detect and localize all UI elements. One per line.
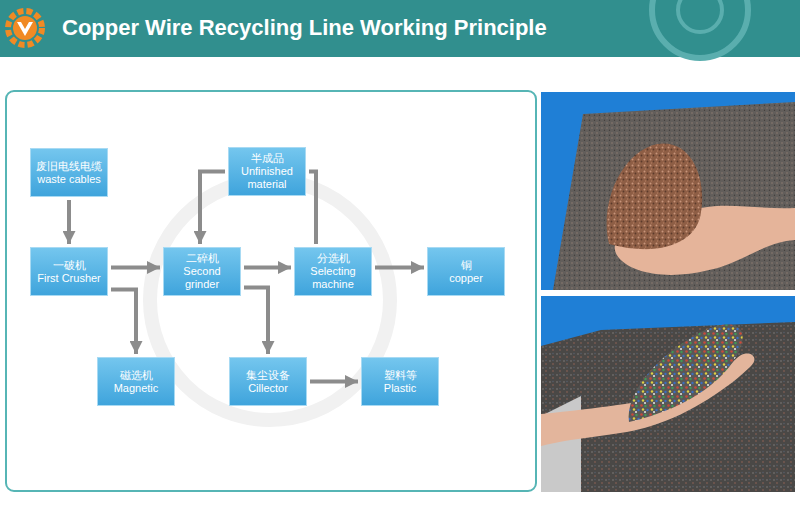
flow-arrow [200,172,225,245]
plastic-photo [541,296,795,492]
english-label: Second grinder [167,265,237,291]
chinese-label: 废旧电线电缆 [34,160,104,173]
logo-mark [17,22,33,36]
flow-arrow [310,380,358,384]
plastic-pile [629,324,743,422]
header-watermark [652,0,748,58]
chinese-label: 铜 [431,259,501,272]
bin [541,296,795,346]
process-box: 半成品Unfinished material [228,147,306,196]
logo-core [13,16,37,40]
copper-pile [607,143,703,249]
bin-content [553,102,795,290]
process-box: 铜copper [427,247,505,296]
process-box: 二碎机Second grinder [163,247,241,296]
process-box: 塑料等Plastic [361,357,439,406]
chinese-label: 二碎机 [167,252,237,265]
process-box: 分选机Selecting machine [294,247,372,296]
flow-arrow [309,172,316,245]
process-box: 废旧电线电缆waste cables [30,148,108,197]
bin-content [541,296,795,492]
flow-arrow [67,200,71,244]
flow-arrow [244,266,291,270]
chinese-label: 塑料等 [365,369,435,382]
english-label: waste cables [34,173,104,186]
flow-arrow [111,290,136,355]
chinese-label: 集尘设备 [233,369,303,382]
box-text: 分选机Selecting machine [295,252,371,291]
english-label: Selecting machine [298,265,368,291]
panel-watermark [150,180,390,420]
english-label: copper [431,272,501,285]
logo [8,11,42,45]
box-text: 塑料等Plastic [362,369,438,395]
box-text: 磁选机Magnetic [98,369,174,395]
box-text: 铜copper [428,259,504,285]
box-text: 废旧电线电缆waste cables [31,160,107,186]
diagram-panel [6,91,536,491]
page-title: Copper Wire Recycling Line Working Princ… [62,15,547,41]
box-text: 一破机First Crusher [31,259,107,285]
chinese-label: 一破机 [34,259,104,272]
english-label: Unfinished material [232,165,302,191]
english-label: Cillector [233,382,303,395]
chinese-label: 磁选机 [101,369,171,382]
bin [541,92,795,290]
flow-arrow [111,266,160,270]
process-box: 一破机First Crusher [30,247,108,296]
logo-gear [8,11,42,45]
english-label: First Crusher [34,272,104,285]
chinese-label: 分选机 [298,252,368,265]
header-watermark [678,0,722,32]
english-label: Plastic [365,382,435,395]
process-box: 集尘设备Cillector [229,357,307,406]
flow-arrow [375,266,424,270]
chinese-label: 半成品 [232,152,302,165]
box-text: 二碎机Second grinder [164,252,240,291]
flow-arrow [244,288,268,355]
box-text: 集尘设备Cillector [230,369,306,395]
box-text: 半成品Unfinished material [229,152,305,191]
copper-photo [541,92,795,290]
english-label: Magnetic [101,382,171,395]
process-box: 磁选机Magnetic [97,357,175,406]
